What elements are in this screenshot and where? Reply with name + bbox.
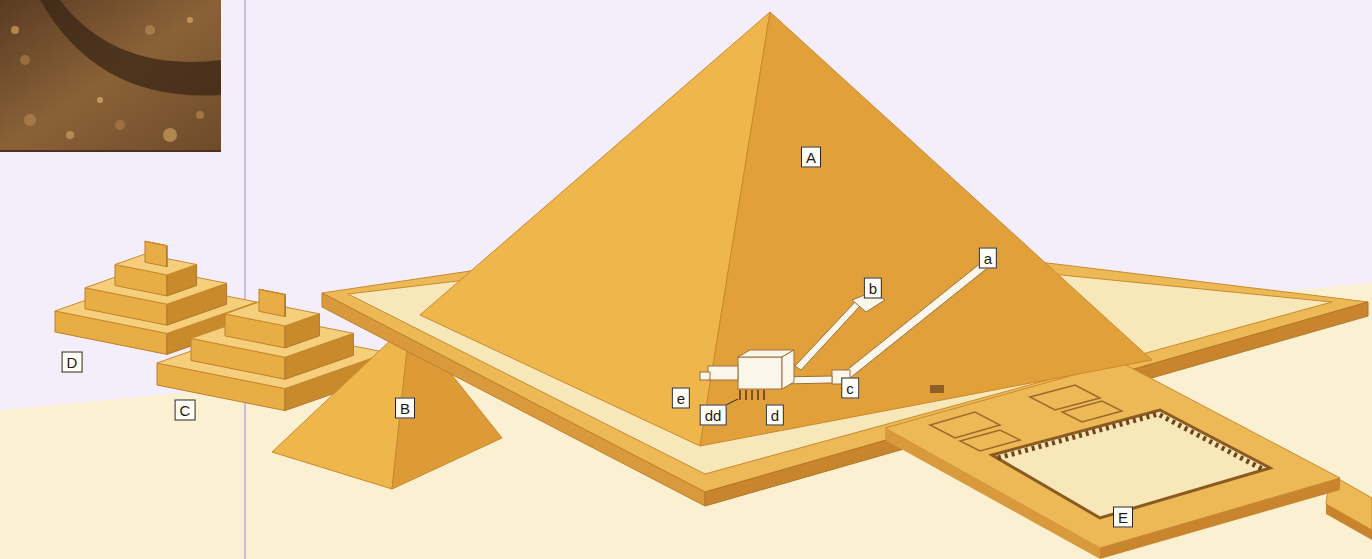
callout-letter: a xyxy=(979,248,997,269)
step-tier xyxy=(259,289,285,316)
callout-letter: C xyxy=(175,400,196,421)
step-tier xyxy=(145,241,167,267)
callout-letter: D xyxy=(62,352,83,373)
chamber-pillars xyxy=(740,390,764,400)
callout-letter: b xyxy=(864,278,882,299)
inset-photo xyxy=(0,0,221,152)
callout-letter: A xyxy=(801,147,821,168)
callout-letter: d xyxy=(766,405,784,426)
step-tier xyxy=(191,315,353,380)
callout-letter: c xyxy=(841,378,859,399)
divider-line xyxy=(244,0,246,559)
internal-passages xyxy=(700,262,990,389)
callout-letter: E xyxy=(1113,507,1133,528)
great-pyramid xyxy=(420,12,1152,446)
callout-letter: B xyxy=(395,398,415,419)
callout-letter: dd xyxy=(700,405,727,426)
callout-letter: e xyxy=(672,388,690,409)
step-pyramids xyxy=(55,241,387,410)
